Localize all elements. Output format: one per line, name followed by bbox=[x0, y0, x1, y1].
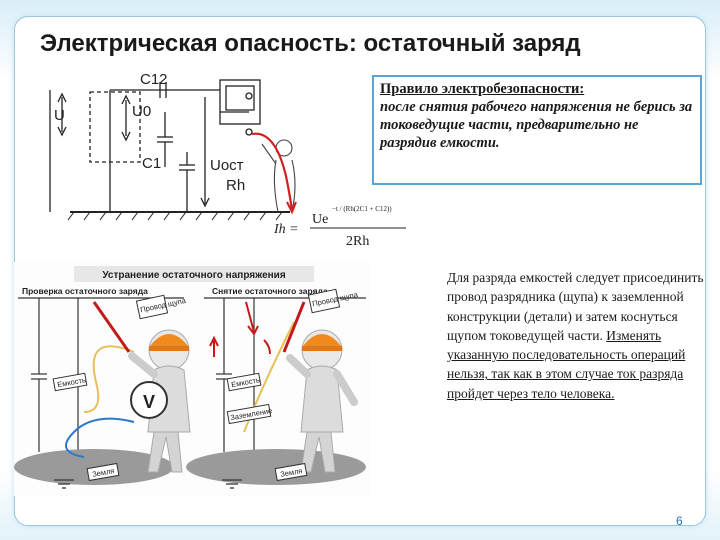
right-caption: Снятие остаточного заряда bbox=[212, 286, 328, 296]
instructions-normal: Для разряда емкостей следует присоединит… bbox=[447, 270, 704, 343]
formula-denominator: 2Rh bbox=[346, 234, 369, 249]
formula-exponent: −t / (Rh(2C1 + C12)) bbox=[332, 205, 392, 213]
uost-label: Uост bbox=[210, 157, 244, 174]
instructions-underlined: Изменять указанную последовательность оп… bbox=[447, 327, 686, 401]
discharge-instructions: Для разряда емкостей следует присоединит… bbox=[447, 268, 705, 403]
safety-rule-box: Правило электробезопасности: после сняти… bbox=[372, 75, 702, 185]
u-label: U bbox=[54, 107, 65, 124]
left-caption: Проверка остаточного заряда bbox=[22, 286, 148, 296]
discharge-formula: Ih = Ue −t / (Rh(2C1 + C12)) 2Rh bbox=[273, 205, 406, 249]
rule-heading: Правило электробезопасности: bbox=[380, 81, 585, 97]
ground-right-label: Земля bbox=[279, 466, 303, 479]
formula-lhs: Ih = bbox=[273, 222, 299, 237]
circuit-diagram: C12 U U0 C1 Uост Rh bbox=[49, 72, 297, 221]
meter-icon: V bbox=[143, 392, 155, 412]
illustration-banner: Устранение остаточного напряжения bbox=[102, 270, 286, 281]
page-number: 6 bbox=[676, 514, 683, 528]
left-worker-figure bbox=[128, 329, 191, 473]
c1-label: C1 bbox=[142, 155, 161, 172]
slide-title: Электрическая опасность: остаточный заря… bbox=[40, 30, 581, 57]
u0-label: U0 bbox=[132, 103, 151, 120]
c12-label: C12 bbox=[140, 72, 168, 88]
discharge-illustration: Устранение остаточного напряжения Провер… bbox=[14, 262, 370, 496]
rh-label: Rh bbox=[226, 177, 245, 194]
formula-numerator: Ue bbox=[312, 212, 328, 227]
ground-left-label: Земля bbox=[91, 466, 115, 479]
rule-body: после снятия рабочего напряжения не бери… bbox=[380, 99, 693, 151]
